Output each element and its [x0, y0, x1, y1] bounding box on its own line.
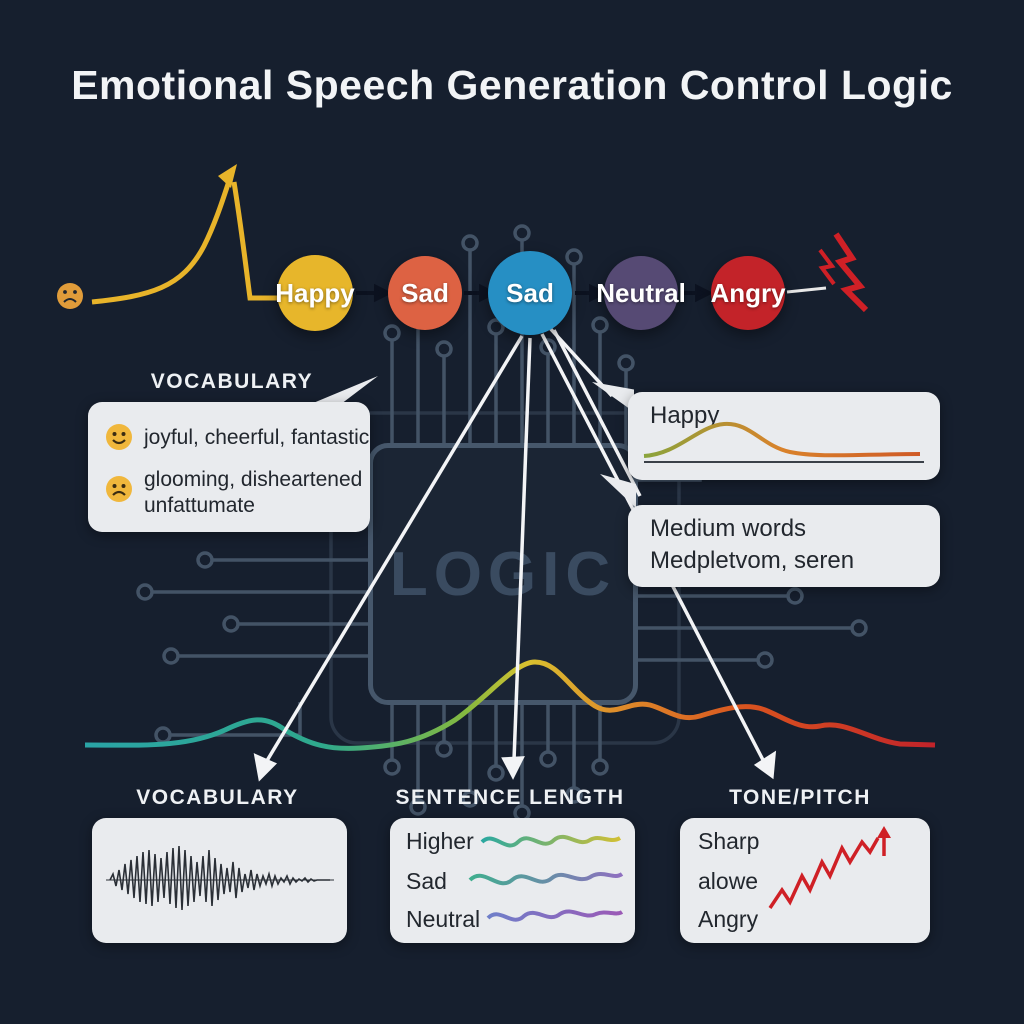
emotion-node-happy: Happy [275, 255, 355, 331]
sentence-row-label: Neutral [406, 906, 481, 932]
medium-words-panel: Medium words Medpletvom, seren [628, 505, 940, 587]
vocabulary-bubble-heading: VOCABULARY [150, 370, 314, 393]
page-title: Emotional Speech Generation Control Logi… [71, 62, 953, 108]
audio-waveform-icon [106, 845, 334, 911]
emotion-node-sad-blue: Sad [488, 251, 572, 335]
emotion-label: Sad [401, 277, 449, 308]
sad-face-mini-icon [57, 283, 83, 309]
medium-panel-line2: Medpletvom, seren [650, 547, 855, 574]
sad-words-text-line1: glooming, disheartened [144, 468, 363, 491]
emotion-node-neutral: Neutral [596, 256, 686, 330]
happy-face-icon [106, 424, 132, 450]
tone-row-label: alowe [698, 868, 759, 894]
emotion-label: Neutral [596, 277, 686, 308]
tone-row-label: Angry [698, 906, 759, 932]
bottom-vocabulary-heading: VOCABULARY [136, 786, 299, 809]
vocabulary-waveform-panel [92, 818, 347, 943]
emotion-label: Angry [710, 277, 786, 308]
angry-lightning-icon [818, 232, 869, 313]
happy-pitch-panel: Happy [628, 392, 940, 480]
happy-peak-curve-icon [91, 164, 283, 305]
emotion-label: Happy [275, 277, 355, 308]
bottom-sentence-length-heading: SENTENCE LENGTH [395, 786, 625, 809]
pitch-spike-icon [768, 826, 891, 909]
sentence-length-panel: Higher Sad Neutral [390, 818, 635, 943]
logic-chip: LOGIC [368, 443, 638, 705]
angry-connector-line [786, 286, 827, 294]
sad-face-icon [106, 476, 132, 502]
medium-panel-line1: Medium words [650, 515, 807, 542]
emotion-node-angry: Angry [710, 256, 786, 330]
sentence-length-waves [468, 834, 624, 922]
sentence-row-label: Higher [406, 828, 474, 854]
emotion-node-sad-orange: Sad [388, 256, 462, 330]
tone-row-label: Sharp [698, 828, 760, 854]
vocabulary-bubble: joyful, cheerful, fantastic glooming, di… [88, 402, 370, 532]
bottom-tone-pitch-heading: TONE/PITCH [729, 786, 871, 809]
tone-pitch-panel: Sharp alowe Angry [680, 818, 930, 943]
chip-label: LOGIC [389, 539, 617, 609]
happy-words-text: joyful, cheerful, fantastic [144, 426, 370, 449]
sentence-row-label: Sad [406, 868, 447, 894]
sad-words-text-line2: unfattumate [144, 494, 255, 517]
happy-pitch-wave [643, 421, 924, 463]
emotion-label: Sad [506, 277, 554, 308]
